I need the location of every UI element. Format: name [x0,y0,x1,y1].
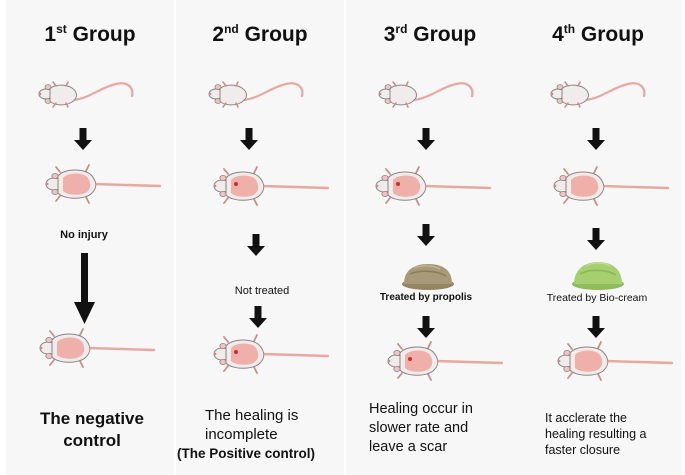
group-2-title: 2nd Group [212,22,308,46]
down-arrow-icon [247,234,265,256]
down-arrow-icon [240,128,258,150]
group-3-outcome: Healing occur in slower rate and leave a… [369,401,473,455]
white-mouse-icon [207,80,304,109]
group-1-step-label: No injury [60,229,108,241]
wounded-mouse-icon [376,167,490,205]
down-arrow-icon [249,306,267,328]
long-down-arrow-icon [74,253,95,324]
shaved-mouse-icon [552,165,670,207]
group-1-column [6,0,174,475]
group-4-outcome: It acclerate the healing resulting a fas… [545,411,647,457]
group-2-column [176,0,344,475]
wounded-mouse-icon [214,167,328,205]
group-1-outcome: The negative control [40,409,144,450]
group-4-title: 4th Group [552,22,644,46]
wounded-mouse-icon [214,335,328,373]
group-3-title: 3rd Group [383,22,477,46]
white-mouse-icon [37,80,134,109]
group-1-title: 1st Group [44,22,136,46]
down-arrow-icon [417,128,435,150]
down-arrow-icon [74,128,92,150]
group-3-step-label: Treated by propolis [379,292,473,303]
group-4-step-label: Treated by Bio-cream [546,292,648,304]
down-arrow-icon [587,128,605,150]
group-2-outcome: The healing is incomplete (The Positive … [177,407,316,461]
shaved-mouse-icon [38,327,156,369]
shaved-mouse-icon [44,163,162,205]
bio-cream-mound-icon [572,262,624,290]
white-mouse-icon [549,80,646,109]
group-2-step-label: Not treated [234,285,290,297]
down-arrow-icon [417,224,435,246]
white-mouse-icon [377,80,474,109]
down-arrow-icon [587,228,605,250]
propolis-mound-icon [402,264,454,290]
down-arrow-icon [417,316,435,338]
wounded-mouse-icon [388,342,502,380]
down-arrow-icon [587,316,605,338]
shaved-mouse-icon [556,340,674,382]
